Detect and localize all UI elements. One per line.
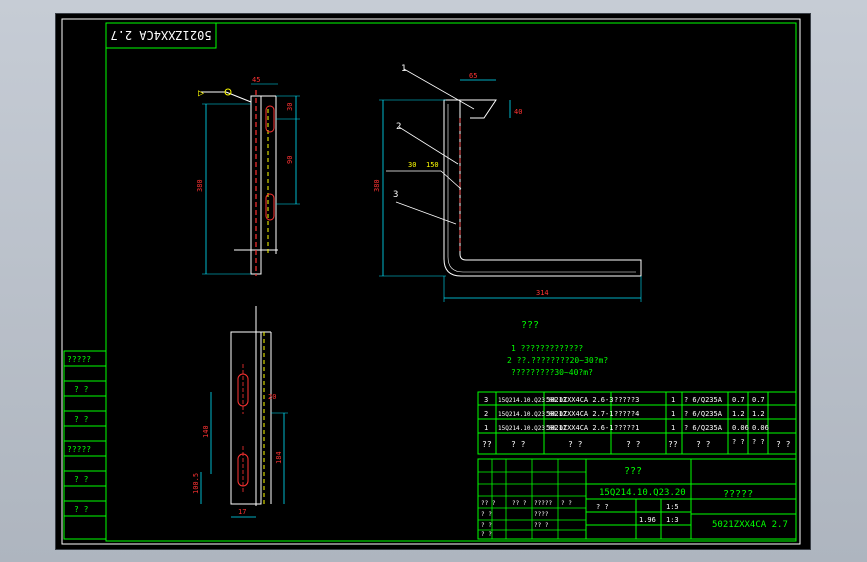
company-name: ??? [624, 466, 642, 477]
bom-no-1: 1 [484, 424, 488, 432]
left-label-1: ????? [67, 355, 91, 364]
bom-no-2: 2 [484, 410, 488, 418]
dim-bottom-w: 17 [238, 508, 246, 516]
bom-header-5: ? ? [696, 440, 711, 449]
notes-line-2: 2 ??.????????20~30?m? [507, 356, 608, 365]
bom-mat-3: ? 6/Q235A [684, 396, 723, 404]
sign-label-2: ? ? [481, 522, 492, 529]
title-block: ?? ? ?? ? ????? ? ? ? ? ? ? ? ? ???? ?? … [477, 458, 797, 540]
left-label-2: ? ? [74, 385, 89, 394]
bom-name-2: 5021ZXX4CA 2.7-1 [546, 410, 613, 418]
bottom-view: 140 100.5 184 20 17 [192, 306, 288, 518]
dim-right-top-h: 40 [514, 108, 522, 116]
mini-label-5: ?? ? [534, 522, 549, 529]
bom-w1-2: 1.2 [732, 410, 745, 418]
bom-header-4: ?? [668, 440, 678, 449]
bom-code-2: 15Q214.10.Q23.00.02 [498, 411, 567, 418]
left-label-3: ? ? [74, 415, 89, 424]
weld-right-a: 30 [408, 161, 416, 169]
dim-bottom-2: 184 [275, 451, 283, 464]
left-view: ▷ 380 30 90 45 [196, 76, 300, 276]
bom-table: 3 15Q214.10.Q23.00.03 5021ZXX4CA 2.6-3 ?… [477, 391, 797, 455]
callout-2: 2 [396, 122, 401, 132]
bom-mat-2: ? 6/Q235A [684, 410, 723, 418]
top-code: 5021ZXX4CA 2.7 [110, 28, 211, 42]
weight-value: 1.96 [639, 516, 656, 524]
dim-left-top: 30 [286, 103, 294, 111]
left-label-5: ? ? [74, 475, 89, 484]
notes-line-1: 1 ????????????? [511, 344, 583, 353]
mini-label-2: ?? ? [512, 500, 527, 507]
dim-bottom-3: 100.5 [192, 473, 200, 494]
left-label-column: ????? ? ? ? ? ????? ? ? ? ? [63, 350, 107, 540]
bom-w2-1: 0.06 [752, 424, 769, 432]
inner-frame [105, 22, 797, 542]
bom-name-1: 5021ZXX4CA 2.6-1 [546, 424, 613, 432]
bom-qty-2: 1 [671, 410, 675, 418]
cad-drawing: 5021ZXX4CA 2.7 ▷ 380 30 90 45 [61, 18, 801, 545]
dim-left-total: 380 [196, 179, 204, 192]
bom-desc-1: ?????1 [614, 424, 639, 432]
dim-bottom-gap: 20 [268, 393, 276, 401]
outer-frame [61, 18, 801, 545]
drawing-title: ????? [723, 489, 753, 500]
dim-bottom-1: 140 [202, 425, 210, 438]
sign-label-3: ? ? [481, 531, 492, 538]
right-view: 1 2 3 30 150 380 65 40 314 [373, 64, 642, 302]
top-code-box: 5021ZXX4CA 2.7 [105, 22, 217, 49]
sign-label-4: ???? [534, 511, 549, 518]
dim-left-mid: 90 [286, 156, 294, 164]
bom-header-2: ? ? [568, 440, 583, 449]
sign-label-1: ? ? [481, 511, 492, 518]
bom-header-8: ? ? [776, 440, 791, 449]
bom-code-1: 15Q214.10.Q23.00.01 [498, 425, 567, 432]
bom-qty-1: 1 [671, 424, 675, 432]
sheet-value: 1:3 [666, 516, 679, 524]
dim-right-total: 380 [373, 179, 381, 192]
bom-qty-3: 1 [671, 396, 675, 404]
callout-1: 1 [401, 64, 406, 74]
tech-notes: ??? 1 ????????????? 2 ??.????????20~30?m… [507, 320, 608, 377]
bom-desc-2: ?????4 [614, 410, 639, 418]
bom-header-3: ? ? [626, 440, 641, 449]
mini-label-1: ?? ? [481, 500, 496, 507]
bom-header-0: ?? [482, 440, 492, 449]
bom-header-7: ? ? [752, 438, 765, 446]
bom-header-6: ? ? [732, 438, 745, 446]
drawing-number: 15Q214.10.Q23.20 [599, 488, 686, 498]
bom-header-1: ? ? [511, 440, 526, 449]
bom-no-3: 3 [484, 396, 488, 404]
left-label-6: ? ? [74, 505, 89, 514]
bom-desc-3: ?????3 [614, 396, 639, 404]
bom-w1-1: 0.06 [732, 424, 749, 432]
dim-left-top-width: 45 [252, 76, 260, 84]
drawing-viewport[interactable]: 5021ZXX4CA 2.7 ▷ 380 30 90 45 [55, 13, 811, 550]
bom-code-3: 15Q214.10.Q23.00.03 [498, 397, 567, 404]
scale-value: 1:5 [666, 503, 679, 511]
notes-heading: ??? [521, 320, 539, 331]
mini-label-4: ? ? [561, 500, 572, 507]
weld-right-b: 150 [426, 161, 439, 169]
bom-mat-1: ? 6/Q235A [684, 424, 723, 432]
dim-right-bottom: 314 [536, 289, 549, 297]
bom-w1-3: 0.7 [732, 396, 745, 404]
bom-w2-3: 0.7 [752, 396, 765, 404]
drawing-code: 5021ZXX4CA 2.7 [712, 520, 788, 530]
left-label-4: ????? [67, 445, 91, 454]
scale-label: ? ? [596, 503, 609, 511]
bom-w2-2: 1.2 [752, 410, 765, 418]
mini-label-3: ????? [534, 500, 552, 507]
callout-3: 3 [393, 190, 398, 200]
notes-line-3: ?????????30~40?m? [511, 368, 593, 377]
weld-symbol-left: ▷ [198, 88, 204, 99]
dim-right-top-w: 65 [469, 72, 477, 80]
bom-name-3: 5021ZXX4CA 2.6-3 [546, 396, 613, 404]
